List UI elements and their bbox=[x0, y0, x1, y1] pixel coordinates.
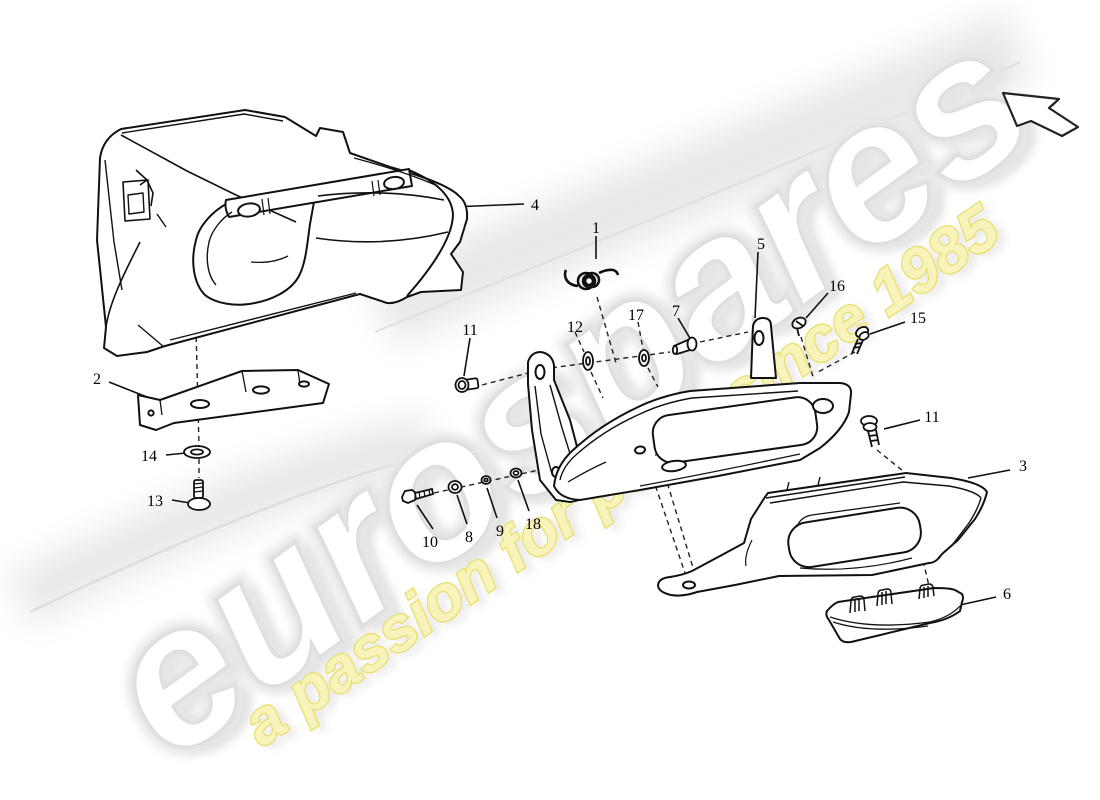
svg-text:16: 16 bbox=[829, 278, 845, 295]
svg-text:8: 8 bbox=[465, 529, 473, 546]
svg-text:14: 14 bbox=[141, 448, 157, 465]
svg-text:11: 11 bbox=[462, 322, 477, 339]
svg-text:2: 2 bbox=[93, 371, 101, 388]
svg-text:10: 10 bbox=[422, 534, 438, 551]
svg-text:1: 1 bbox=[592, 220, 600, 237]
svg-text:6: 6 bbox=[1003, 586, 1011, 603]
svg-text:15: 15 bbox=[910, 310, 926, 327]
svg-text:12: 12 bbox=[567, 319, 583, 336]
svg-text:5: 5 bbox=[757, 236, 765, 253]
svg-text:9: 9 bbox=[496, 523, 504, 540]
svg-text:13: 13 bbox=[147, 493, 163, 510]
svg-text:11: 11 bbox=[924, 409, 939, 426]
svg-text:3: 3 bbox=[1019, 458, 1027, 475]
svg-text:4: 4 bbox=[531, 197, 539, 214]
svg-text:18: 18 bbox=[525, 516, 541, 533]
svg-text:17: 17 bbox=[628, 307, 644, 324]
svg-text:7: 7 bbox=[672, 303, 680, 320]
